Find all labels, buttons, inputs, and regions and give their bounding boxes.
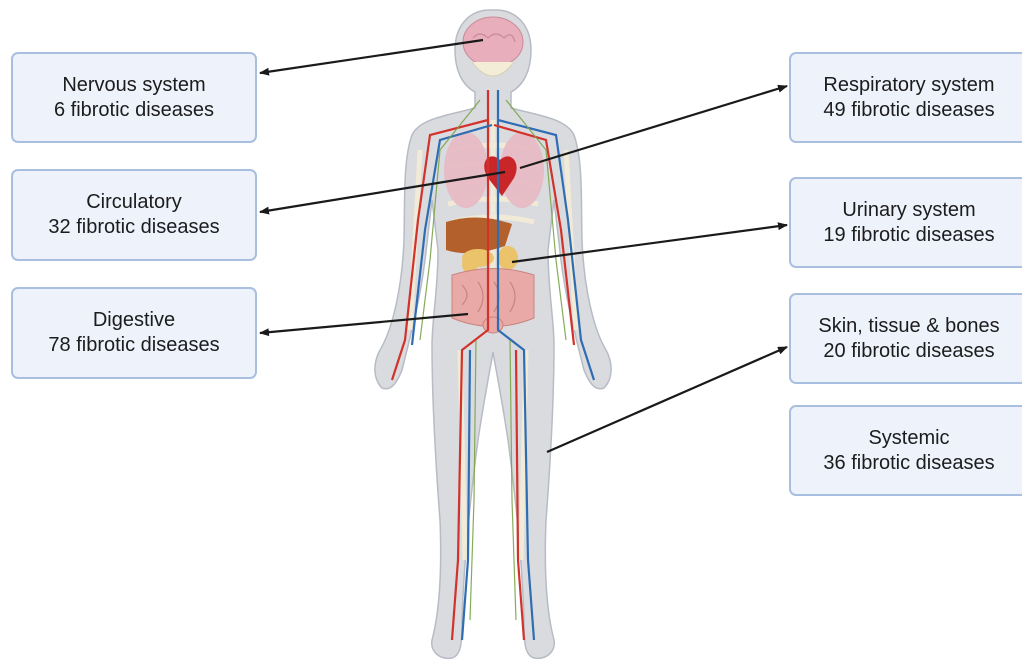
systemic-box: Systemic 36 fibrotic diseases bbox=[789, 405, 1022, 496]
skin-tissue-bones-box: Skin, tissue & bones 20 fibrotic disease… bbox=[789, 293, 1022, 384]
arrow-nervous bbox=[260, 40, 483, 73]
urinary-system-count: 19 fibrotic diseases bbox=[823, 223, 994, 248]
skin-tissue-bones-count: 20 fibrotic diseases bbox=[823, 339, 994, 364]
urinary-system-box: Urinary system 19 fibrotic diseases bbox=[789, 177, 1022, 268]
urinary-system-name: Urinary system bbox=[842, 198, 975, 223]
skin-tissue-bones-name: Skin, tissue & bones bbox=[818, 314, 999, 339]
digestive-system-box: Digestive 78 fibrotic diseases bbox=[11, 287, 257, 379]
human-body-icon bbox=[375, 10, 611, 658]
respiratory-system-name: Respiratory system bbox=[823, 73, 994, 98]
systemic-name: Systemic bbox=[868, 426, 949, 451]
circulatory-system-count: 32 fibrotic diseases bbox=[48, 215, 219, 240]
circulatory-system-name: Circulatory bbox=[86, 190, 182, 215]
digestive-system-name: Digestive bbox=[93, 308, 175, 333]
respiratory-system-count: 49 fibrotic diseases bbox=[823, 98, 994, 123]
nervous-system-name: Nervous system bbox=[62, 73, 205, 98]
nervous-system-box: Nervous system 6 fibrotic diseases bbox=[11, 52, 257, 143]
digestive-system-count: 78 fibrotic diseases bbox=[48, 333, 219, 358]
circulatory-system-box: Circulatory 32 fibrotic diseases bbox=[11, 169, 257, 261]
respiratory-system-box: Respiratory system 49 fibrotic diseases bbox=[789, 52, 1022, 143]
systemic-count: 36 fibrotic diseases bbox=[823, 451, 994, 476]
nervous-system-count: 6 fibrotic diseases bbox=[54, 98, 214, 123]
